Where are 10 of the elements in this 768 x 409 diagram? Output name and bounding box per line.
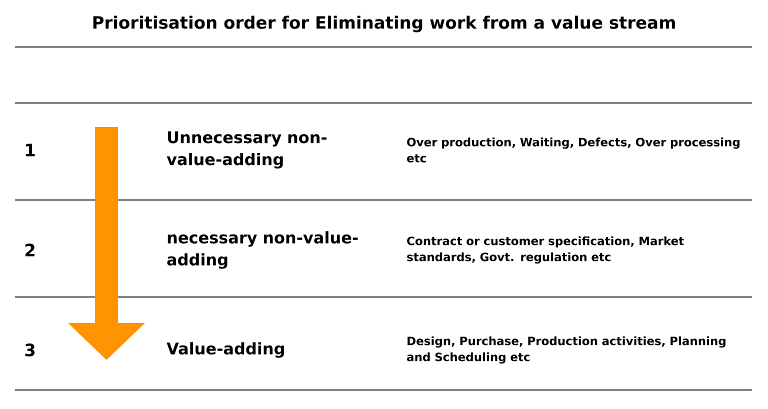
row-number: 1 <box>26 144 35 156</box>
row-number: 3 <box>25 344 35 356</box>
example-text: Design, Purchase, Production activities, Planning and Scheduling etc <box>407 336 726 364</box>
row-number: 2 <box>25 244 34 256</box>
category-label: necessary non-value-adding <box>167 231 358 269</box>
example-text: Over production, Waiting, Defects, Over processing etc <box>407 138 740 162</box>
category-label: Unnecessary non-value-adding <box>166 131 327 169</box>
title: Prioritisation order for Eliminating work from a value stream <box>93 16 675 32</box>
category-label: Value-adding <box>166 342 284 358</box>
example-text: Contract or customer specification, Market standards, Govt. regulation etc <box>407 236 684 264</box>
